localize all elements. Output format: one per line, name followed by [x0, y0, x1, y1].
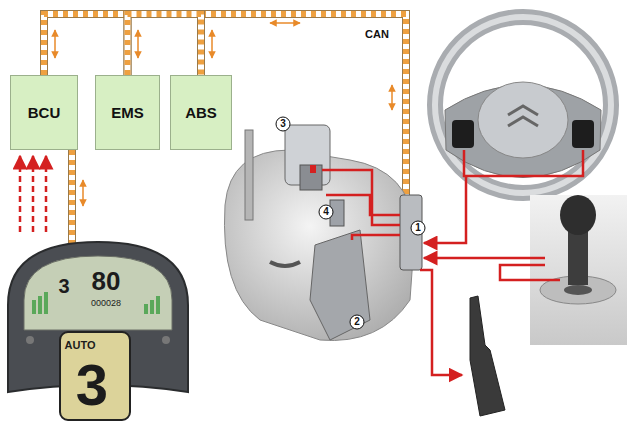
callout-number: 1: [415, 223, 421, 233]
gearbox: [224, 125, 422, 341]
can-bus-segment: [44, 14, 128, 75]
gear-readout: 3: [58, 276, 69, 296]
bus-name: CAN: [365, 29, 389, 40]
bus-fill: [128, 14, 202, 75]
ecu-box: EMS: [95, 75, 160, 150]
unit-name: BCU: [28, 104, 61, 121]
callout-number: 4: [323, 207, 329, 217]
gear-lever: [530, 195, 627, 345]
unit-name: EMS: [111, 104, 144, 121]
signal-wires: [322, 150, 583, 375]
ecu-box: BCU: [10, 75, 78, 150]
speed-readout: 80: [92, 268, 121, 294]
callout-number: 3: [280, 119, 286, 129]
mode-readout: AUTO: [65, 340, 96, 351]
callout-number: 2: [354, 317, 360, 327]
can-bus-segment: [128, 14, 202, 75]
can-connector: [128, 14, 202, 75]
ecu-box: ABS: [170, 75, 232, 150]
steering-wheel: [435, 17, 611, 193]
odometer-readout: 000028: [91, 299, 121, 308]
input-signals: [20, 156, 46, 232]
callout-circle: [276, 117, 425, 329]
bus-fill: [44, 14, 128, 75]
bus-outline: [128, 14, 202, 75]
instrument-cluster: [8, 242, 188, 420]
unit-name: ABS: [185, 104, 217, 121]
gear-readout: 3: [76, 356, 108, 414]
accelerator-pedal: [470, 296, 505, 416]
can-connector: [44, 14, 128, 75]
bus-outline: [44, 14, 128, 75]
